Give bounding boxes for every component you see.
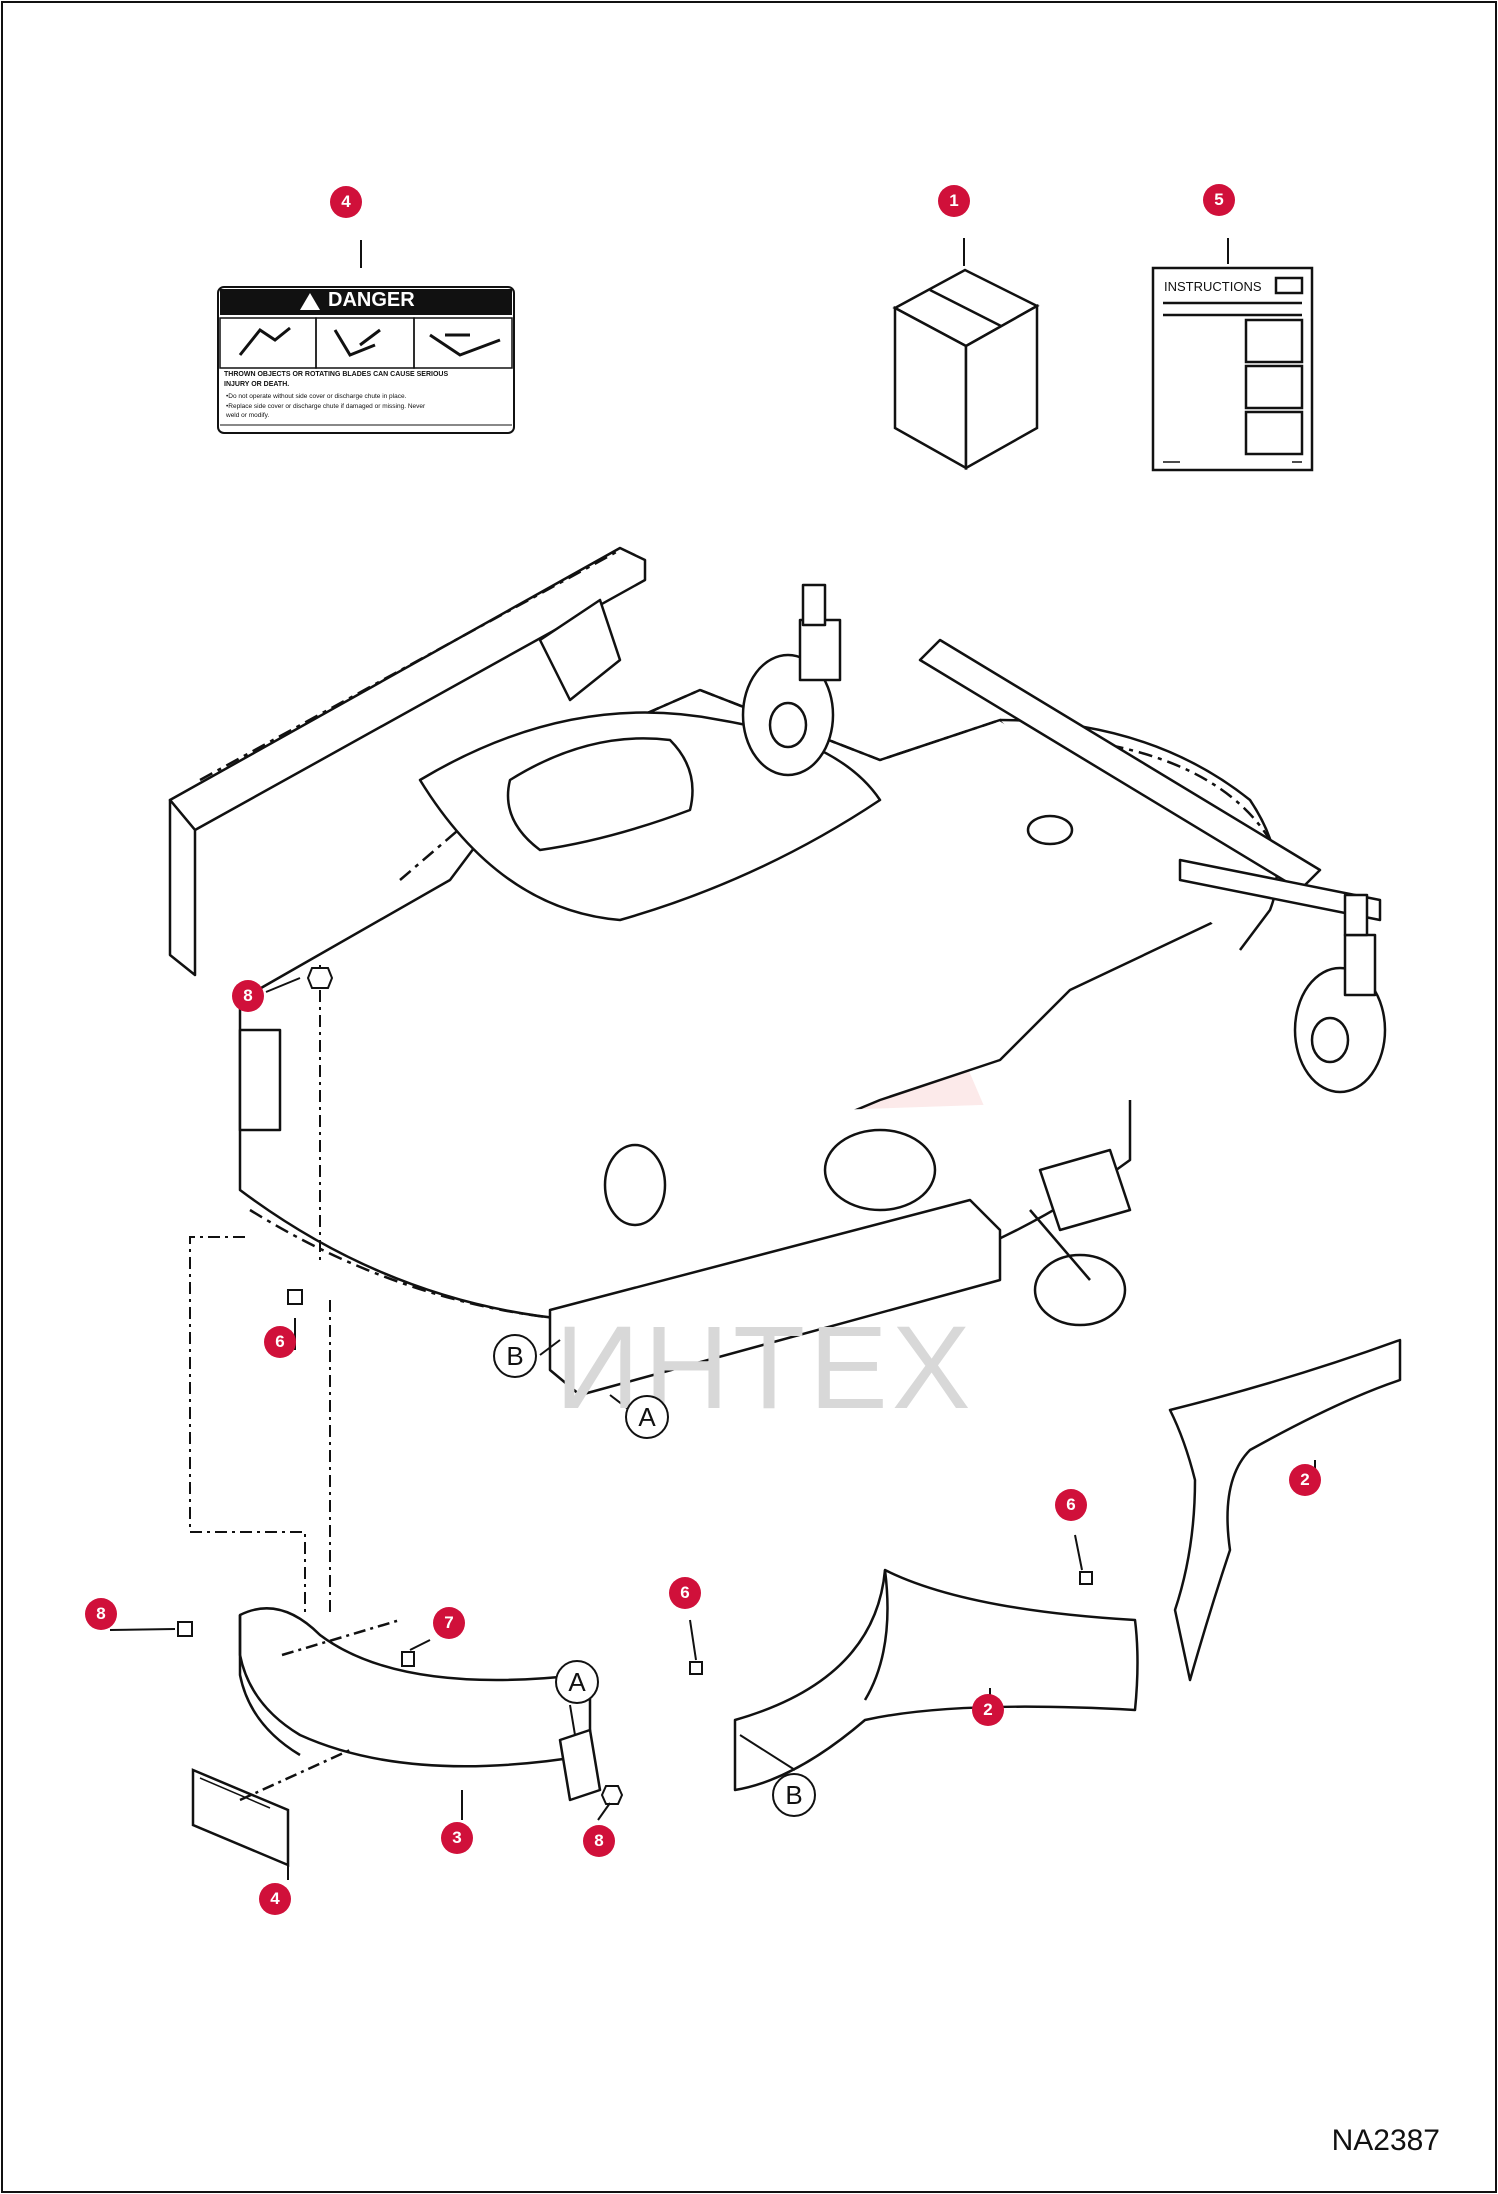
mower-deck bbox=[168, 546, 1387, 1397]
ref-letter-a-top: A bbox=[625, 1395, 669, 1439]
callout-decal-top: 4 bbox=[330, 186, 362, 218]
ref-letter-b-bottom: B bbox=[772, 1773, 816, 1817]
side-decal-part bbox=[191, 1748, 351, 1867]
callout-nut-top: 8 bbox=[232, 980, 264, 1012]
callout-chute-right: 2 bbox=[1289, 1464, 1321, 1496]
watermark-text: ИНТЕХ bbox=[555, 1302, 975, 1434]
chute-extension-part bbox=[1168, 1338, 1402, 1682]
decal-bullet-2: •Replace side cover or discharge chute i… bbox=[226, 403, 426, 410]
danger-decal bbox=[217, 286, 515, 434]
callout-side-cover: 3 bbox=[441, 1822, 473, 1854]
callout-chute-center: 2 bbox=[972, 1694, 1004, 1726]
diagram-code: NA2387 bbox=[1331, 2124, 1440, 2157]
decal-header: DANGER bbox=[328, 289, 415, 311]
callout-bolt-left: 6 bbox=[264, 1326, 296, 1358]
ref-letter-b-top: B bbox=[493, 1334, 537, 1378]
kit-box bbox=[892, 268, 1040, 471]
callout-bolt-chute-right: 6 bbox=[1055, 1489, 1087, 1521]
callout-bolt-chute-left: 6 bbox=[669, 1577, 701, 1609]
decal-warning-1: THROWN OBJECTS OR ROTATING BLADES CAN CA… bbox=[224, 371, 449, 378]
discharge-chute-part bbox=[733, 1568, 1139, 1792]
callout-bolt-cover: 7 bbox=[433, 1607, 465, 1639]
callout-nut-left: 8 bbox=[85, 1598, 117, 1630]
decal-bullet-1: •Do not operate without side cover or di… bbox=[226, 393, 407, 400]
side-cover-part bbox=[238, 1607, 602, 1802]
manual-label: INSTRUCTIONS bbox=[1164, 279, 1262, 294]
decal-bullet-3: weld or modify. bbox=[226, 412, 270, 419]
ref-letter-a-bottom: A bbox=[555, 1660, 599, 1704]
instructions-manual bbox=[1151, 266, 1314, 472]
callout-decal-bottom: 4 bbox=[259, 1883, 291, 1915]
callout-kit-box: 1 bbox=[938, 185, 970, 217]
callout-manual: 5 bbox=[1203, 184, 1235, 216]
decal-warning-2: INJURY OR DEATH. bbox=[224, 381, 290, 388]
callout-nut-right: 8 bbox=[583, 1825, 615, 1857]
